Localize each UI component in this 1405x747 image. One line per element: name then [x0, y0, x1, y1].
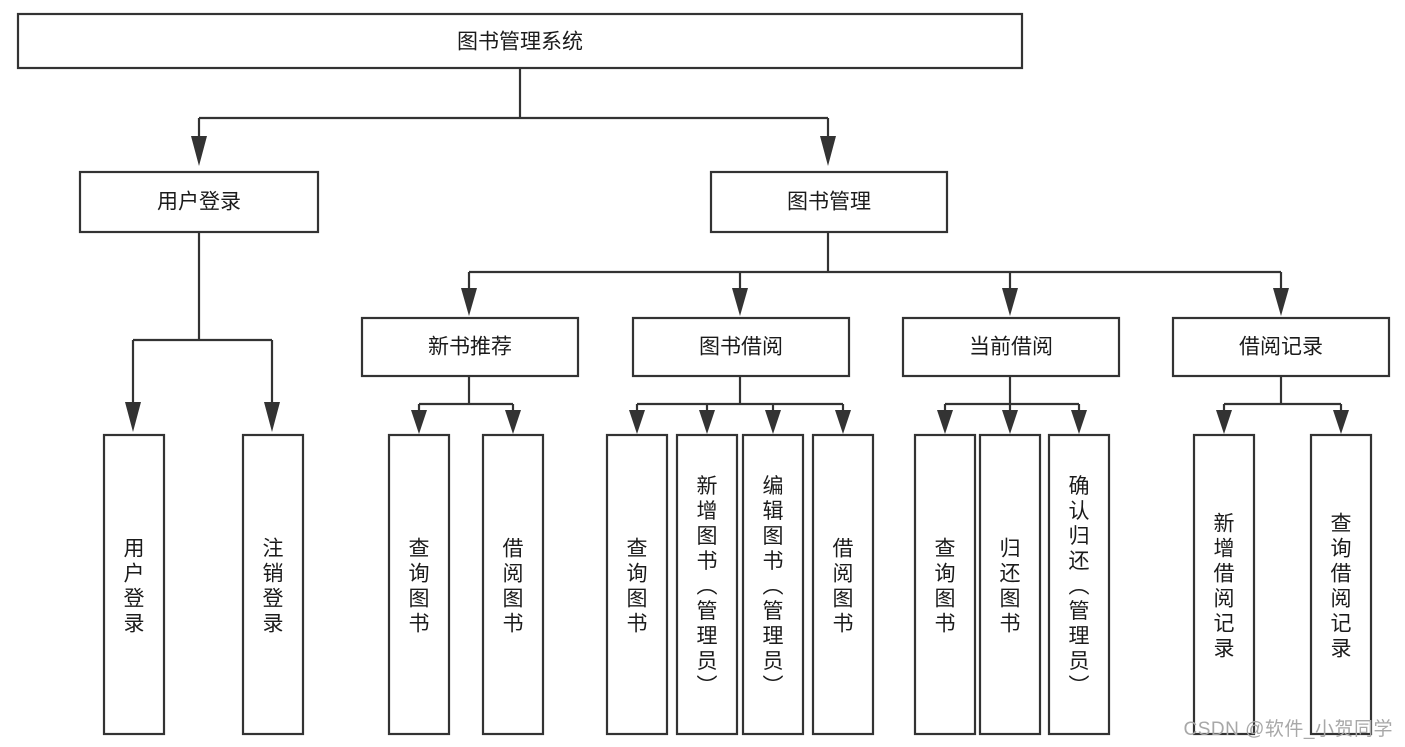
node-new-book-recommend[interactable]: 新书推荐 — [360, 316, 580, 378]
leaf-label-book-borrow-1: 查询图书 — [627, 538, 648, 636]
arrow-head-book-borrow-child-3 — [765, 410, 781, 434]
node-borrow-record-label: 借阅记录 — [1239, 336, 1323, 359]
connector-group-current-borrow — [937, 376, 1087, 434]
leaf-label-book-borrow-2: 新增图书︵管理员︶ — [697, 475, 718, 698]
leaf-box-current-borrow-1[interactable] — [913, 433, 977, 736]
node-book-manage-box[interactable] — [709, 170, 949, 234]
arrow-head-book-borrow-child-4 — [835, 410, 851, 434]
node-current-borrow-label: 当前借阅 — [969, 336, 1053, 359]
arrow-head-user-login — [191, 136, 207, 166]
arrow-head-current-borrow-child-3 — [1071, 410, 1087, 434]
leaf-box-new-book-2[interactable] — [481, 433, 545, 736]
leaf-node-book-borrow-3[interactable]: 编辑图书︵管理员︶ — [741, 433, 805, 736]
node-book-manage[interactable]: 图书管理 — [709, 170, 949, 234]
node-book-borrow[interactable]: 图书借阅 — [631, 316, 851, 378]
arrow-head-book-borrow-child-1 — [629, 410, 645, 434]
leaf-box-new-book-1[interactable] — [387, 433, 451, 736]
node-current-borrow-box[interactable] — [901, 316, 1121, 378]
arrow-head-new-book-child-1 — [411, 410, 427, 434]
leaf-label-new-book-1: 查询图书 — [409, 538, 430, 636]
leaf-label-borrow-record-2: 查询借阅记录 — [1331, 513, 1352, 661]
node-new-book-recommend-label: 新书推荐 — [428, 336, 512, 359]
arrow-head-new-book-recommend — [461, 288, 477, 316]
leaf-label-current-borrow-3: 确认归还︵管理员︶ — [1069, 475, 1090, 698]
node-book-borrow-box[interactable] — [631, 316, 851, 378]
node-user-login[interactable]: 用户登录 — [78, 170, 320, 234]
leaf-label-current-borrow-1: 查询图书 — [935, 538, 956, 636]
node-borrow-record[interactable]: 借阅记录 — [1171, 316, 1391, 378]
arrow-head-book-borrow-child-2 — [699, 410, 715, 434]
leaf-box-borrow-record-2[interactable] — [1309, 433, 1373, 736]
node-root-box[interactable] — [16, 12, 1024, 70]
connector-group-user-login — [125, 232, 280, 432]
connector-group-root — [191, 68, 836, 166]
arrow-head-current-borrow — [1002, 288, 1018, 316]
arrow-head-borrow-record — [1273, 288, 1289, 316]
connector-group-new-book-recommend — [411, 376, 521, 434]
leaf-label-book-borrow-4: 借阅图书 — [833, 538, 854, 636]
node-borrow-record-box[interactable] — [1171, 316, 1391, 378]
arrow-head-current-borrow-child-1 — [937, 410, 953, 434]
arrow-head-user-login-child-2 — [264, 402, 280, 432]
leaf-node-borrow-record-1[interactable]: 新增借阅记录 — [1192, 433, 1256, 736]
node-book-manage-label: 图书管理 — [787, 191, 871, 214]
node-root[interactable]: 图书管理系统 — [16, 12, 1024, 70]
connector-group-book-borrow — [629, 376, 851, 434]
leaf-node-current-borrow-2[interactable]: 归还图书 — [978, 433, 1042, 736]
leaf-label-book-borrow-3: 编辑图书︵管理员︶ — [763, 475, 784, 698]
node-user-login-box[interactable] — [78, 170, 320, 234]
leaf-node-new-book-1[interactable]: 查询图书 — [387, 433, 451, 736]
arrow-head-book-manage — [820, 136, 836, 166]
leaf-label-user-login-2: 注销登录 — [263, 538, 284, 636]
leaf-box-book-borrow-3[interactable] — [741, 433, 805, 736]
node-book-borrow-label: 图书借阅 — [699, 336, 783, 359]
leaf-node-book-borrow-2[interactable]: 新增图书︵管理员︶ — [675, 433, 739, 736]
leaf-label-current-borrow-2: 归还图书 — [1000, 538, 1021, 636]
leaf-node-user-login-1[interactable]: 用户登录 — [102, 433, 166, 736]
arrow-head-borrow-record-child-1 — [1216, 410, 1232, 434]
leaf-node-user-login-2[interactable]: 注销登录 — [241, 433, 305, 736]
leaf-node-borrow-record-2[interactable]: 查询借阅记录 — [1309, 433, 1373, 736]
leaf-label-new-book-2: 借阅图书 — [503, 538, 524, 636]
arrow-head-user-login-child-1 — [125, 402, 141, 432]
leaf-label-user-login-1: 用户登录 — [124, 538, 145, 636]
leaf-label-borrow-record-1: 新增借阅记录 — [1214, 513, 1235, 661]
connector-group-book-manage — [461, 232, 1289, 316]
arrow-head-new-book-child-2 — [505, 410, 521, 434]
leaf-node-current-borrow-3[interactable]: 确认归还︵管理员︶ — [1047, 433, 1111, 736]
leaf-box-user-login-1[interactable] — [102, 433, 166, 736]
node-root-label: 图书管理系统 — [457, 31, 583, 54]
leaf-box-user-login-2[interactable] — [241, 433, 305, 736]
leaf-node-book-borrow-1[interactable]: 查询图书 — [605, 433, 669, 736]
arrow-head-current-borrow-child-2 — [1002, 410, 1018, 434]
leaf-box-current-borrow-3[interactable] — [1047, 433, 1111, 736]
arrow-head-borrow-record-child-2 — [1333, 410, 1349, 434]
leaf-node-new-book-2[interactable]: 借阅图书 — [481, 433, 545, 736]
leaf-box-book-borrow-1[interactable] — [605, 433, 669, 736]
leaf-box-book-borrow-2[interactable] — [675, 433, 739, 736]
connector-group-borrow-record — [1216, 376, 1349, 434]
arrow-head-book-borrow — [732, 288, 748, 316]
node-user-login-label: 用户登录 — [157, 191, 241, 214]
leaf-box-book-borrow-4[interactable] — [811, 433, 875, 736]
leaf-node-current-borrow-1[interactable]: 查询图书 — [913, 433, 977, 736]
node-current-borrow[interactable]: 当前借阅 — [901, 316, 1121, 378]
node-new-book-recommend-box[interactable] — [360, 316, 580, 378]
leaf-node-book-borrow-4[interactable]: 借阅图书 — [811, 433, 875, 736]
leaf-box-current-borrow-2[interactable] — [978, 433, 1042, 736]
leaf-box-borrow-record-1[interactable] — [1192, 433, 1256, 736]
